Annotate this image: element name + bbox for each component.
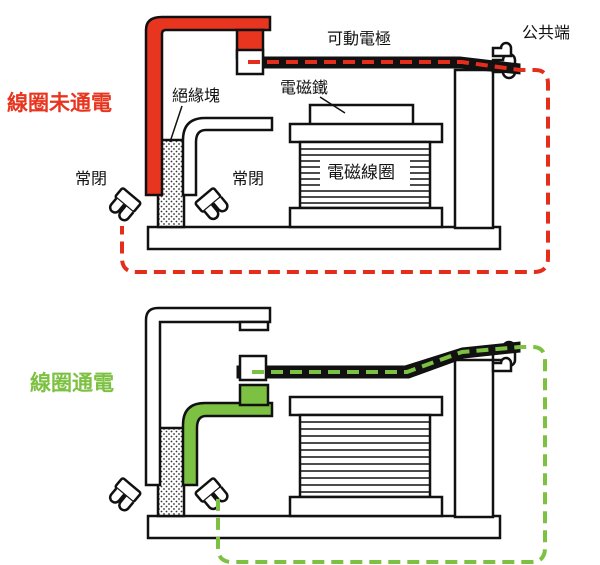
coil-windings — [300, 148, 430, 204]
electromagnet-leader — [319, 96, 346, 114]
insulator-leader — [169, 105, 183, 143]
electromagnet-core — [308, 103, 415, 127]
common-post — [453, 68, 495, 230]
armature — [236, 341, 521, 379]
no-contact-pad — [238, 383, 270, 407]
insulator-block — [156, 426, 186, 518]
nc-label-right: 常閉 — [232, 169, 264, 188]
no-contact-terminal — [194, 477, 229, 511]
title-deenergized: 線圈未通電 — [7, 91, 112, 115]
insulator-label: 絕緣塊 — [172, 86, 220, 105]
current-path-deenergized — [120, 60, 550, 274]
no-contact-terminal — [194, 187, 229, 221]
nc-label-left: 常閉 — [75, 169, 107, 188]
coil-windings — [300, 421, 430, 493]
armature-label: 可動電極 — [327, 29, 391, 48]
nc-contact-arm — [144, 15, 272, 197]
coil-label: 電磁線圈 — [327, 163, 395, 183]
electromagnet-top-flange — [288, 395, 444, 417]
base-plate — [146, 514, 502, 540]
armature-contact — [238, 354, 268, 382]
relay-energized: 線圈通電 — [30, 306, 547, 564]
common-terminal-label: 公共端 — [522, 23, 570, 42]
nc-contact-tip — [238, 320, 270, 332]
electromagnet-bottom-flange — [288, 495, 444, 518]
current-path-energized — [216, 345, 547, 564]
electromagnet-label: 電磁鐵 — [280, 78, 328, 97]
electromagnet-bottom-flange — [288, 206, 444, 229]
no-contact-arm — [181, 401, 274, 487]
nc-contact-terminal — [108, 187, 142, 222]
base-plate — [146, 225, 502, 251]
title-energized: 線圈通電 — [30, 371, 114, 395]
relay-deenergized: 線圈未通電 可動電極 公共端 電磁鐵 絕緣塊 常閉 常閉 電磁線圈 — [7, 15, 570, 274]
nc-contact-arm — [144, 306, 272, 487]
electromagnet-top-flange — [288, 122, 444, 144]
no-contact-arm — [181, 116, 274, 197]
common-post — [453, 358, 495, 519]
nc-contact-terminal — [108, 477, 142, 512]
